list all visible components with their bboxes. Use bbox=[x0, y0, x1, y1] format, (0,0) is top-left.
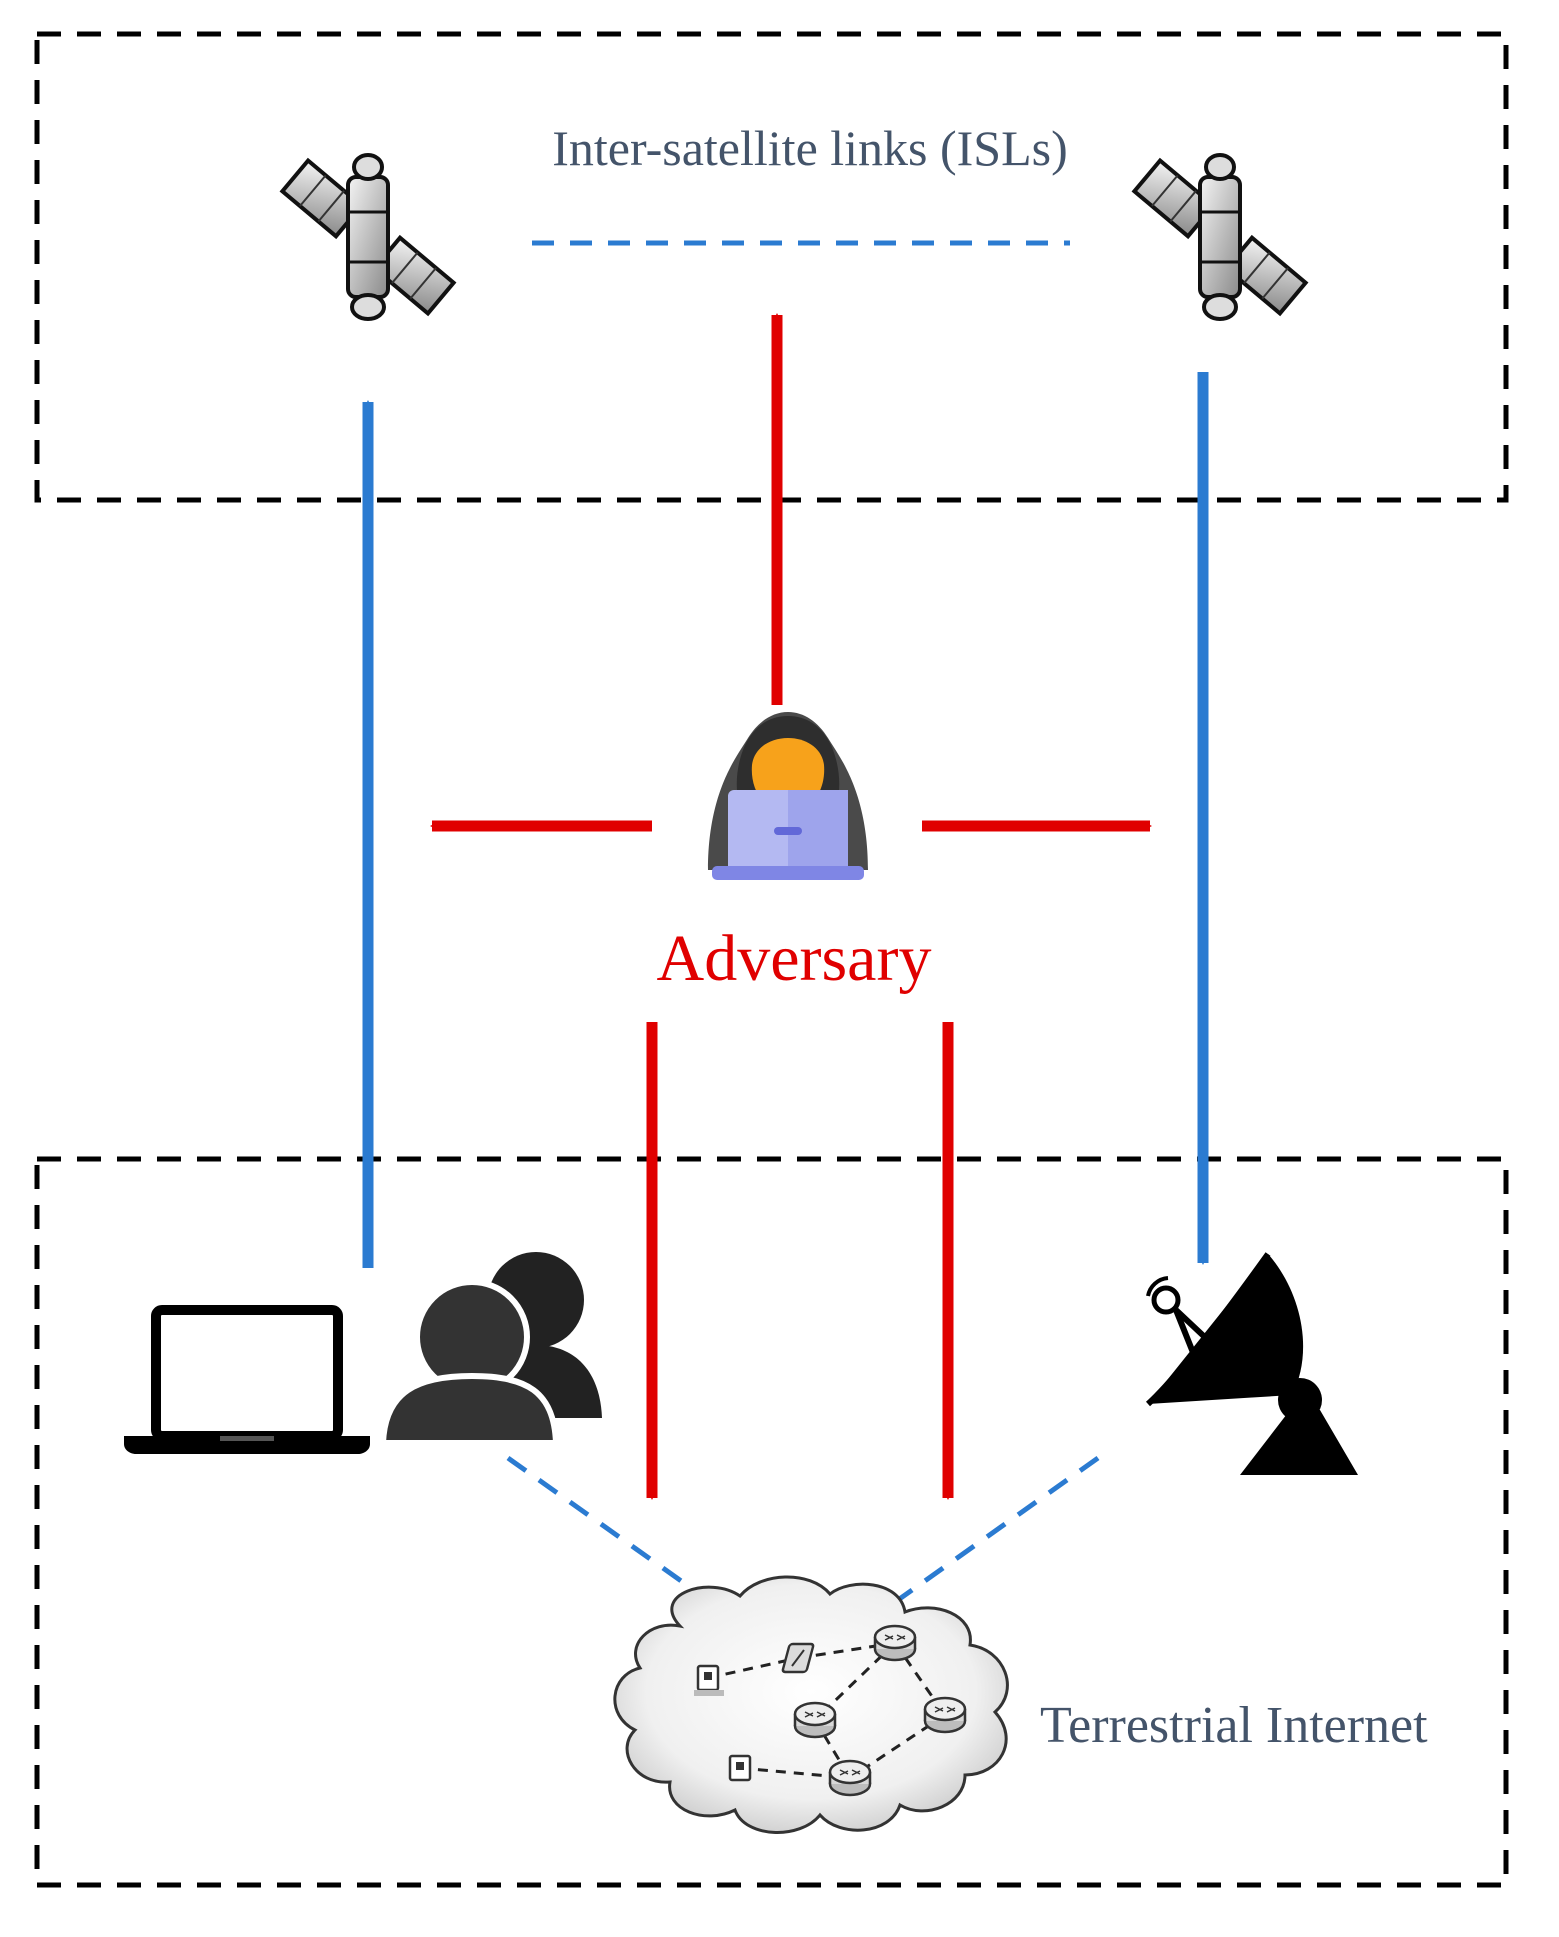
ground-segment-box bbox=[34, 1156, 1509, 1888]
users-icon bbox=[379, 1252, 602, 1446]
satellite-dish-icon bbox=[1145, 1252, 1358, 1475]
isl-label: Inter-satellite links (ISLs) bbox=[552, 120, 1068, 176]
terrestrial-internet-label: Terrestrial Internet bbox=[1040, 1697, 1428, 1754]
network-cloud-icon bbox=[613, 1575, 1009, 1834]
gateway-terrestrial-link bbox=[896, 1455, 1100, 1603]
user-terrestrial-link bbox=[506, 1455, 710, 1603]
satellite-icon bbox=[280, 153, 456, 321]
satellite-icon bbox=[1132, 153, 1308, 321]
adversary-label: Adversary bbox=[657, 922, 932, 995]
hacker-icon bbox=[708, 712, 868, 880]
space-segment-box bbox=[34, 31, 1509, 503]
laptop-icon bbox=[124, 1305, 370, 1454]
